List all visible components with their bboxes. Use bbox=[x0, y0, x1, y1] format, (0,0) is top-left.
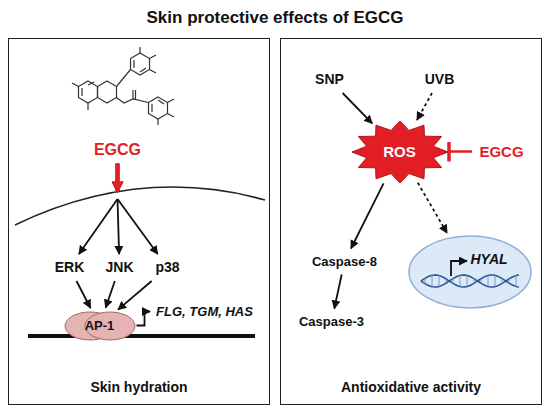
title: Skin protective effects of EGCG bbox=[0, 8, 550, 28]
panel: Antioxidative activity SNP UVB ROS EGCG Caspa… bbox=[280, 38, 542, 405]
node-label: FLG, TGM, HAS bbox=[156, 304, 253, 320]
arrow-line bbox=[418, 183, 447, 233]
arrow-line bbox=[137, 312, 151, 326]
node-label: EGCG bbox=[479, 143, 523, 161]
node-label: Caspase-3 bbox=[299, 314, 364, 330]
connector bbox=[79, 164, 118, 255]
connector-lead bbox=[116, 164, 120, 192]
connector bbox=[351, 183, 384, 248]
connector bbox=[343, 93, 373, 123]
transcription-factor: AP-1 bbox=[64, 311, 136, 341]
connector bbox=[118, 164, 120, 255]
connector bbox=[137, 312, 151, 326]
nucleus-shape bbox=[407, 234, 533, 310]
stimulus-label: UVB bbox=[421, 69, 459, 90]
arrow-line bbox=[343, 93, 373, 123]
compound-label: EGCG bbox=[90, 138, 146, 162]
arrow-line bbox=[417, 93, 432, 120]
ros-burst: ROS bbox=[350, 119, 450, 185]
stimulus-label: SNP bbox=[311, 69, 348, 90]
arrow-line bbox=[106, 281, 115, 308]
panel: Skin hydration EGCG ERK JNK p38AP-1 FLG, TGM,… bbox=[8, 38, 270, 405]
node-label: JNK bbox=[105, 259, 133, 276]
panel-heading: Skin hydration bbox=[9, 379, 269, 396]
arrow-line bbox=[79, 199, 118, 254]
node-label: Caspase-8 bbox=[312, 254, 377, 270]
arrow-line bbox=[76, 281, 90, 308]
node-label: SNP bbox=[315, 71, 344, 88]
connector bbox=[76, 281, 90, 308]
connector bbox=[334, 275, 341, 309]
node-label: HYAL bbox=[471, 251, 508, 268]
connector bbox=[106, 281, 115, 308]
connector bbox=[449, 151, 472, 152]
dna-strand bbox=[28, 334, 255, 338]
connector-lead bbox=[116, 164, 120, 192]
arrow-line bbox=[118, 281, 152, 310]
inhibition-line bbox=[449, 150, 472, 153]
egcg-structure bbox=[72, 47, 174, 125]
arrow-line bbox=[334, 275, 341, 309]
arrow-line bbox=[118, 199, 120, 254]
caspase-label: Caspase-8 bbox=[308, 252, 382, 272]
node-label: ERK bbox=[55, 259, 85, 276]
node-label: EGCG bbox=[94, 140, 141, 159]
kinase-label: p38 bbox=[151, 257, 184, 278]
panel-heading: Antioxidative activity bbox=[281, 379, 541, 396]
kinase-label: ERK bbox=[51, 257, 89, 278]
connector bbox=[417, 93, 432, 120]
arrow-line bbox=[351, 183, 384, 248]
node-label: ROS bbox=[383, 143, 416, 161]
connector bbox=[418, 183, 447, 233]
node-label: AP-1 bbox=[85, 318, 115, 334]
nucleus: HYAL bbox=[407, 234, 533, 310]
caspase-label: Caspase-3 bbox=[295, 312, 369, 332]
connector-lead bbox=[116, 164, 120, 192]
node-label: UVB bbox=[425, 71, 455, 88]
compound-label: EGCG bbox=[475, 141, 528, 163]
node-label: p38 bbox=[155, 259, 179, 276]
connector bbox=[118, 281, 152, 310]
connector bbox=[118, 164, 158, 255]
kinase-label: JNK bbox=[101, 257, 138, 278]
arrow-line bbox=[118, 199, 158, 254]
gene-label: FLG, TGM, HAS bbox=[152, 302, 257, 322]
cell-membrane bbox=[15, 187, 265, 225]
